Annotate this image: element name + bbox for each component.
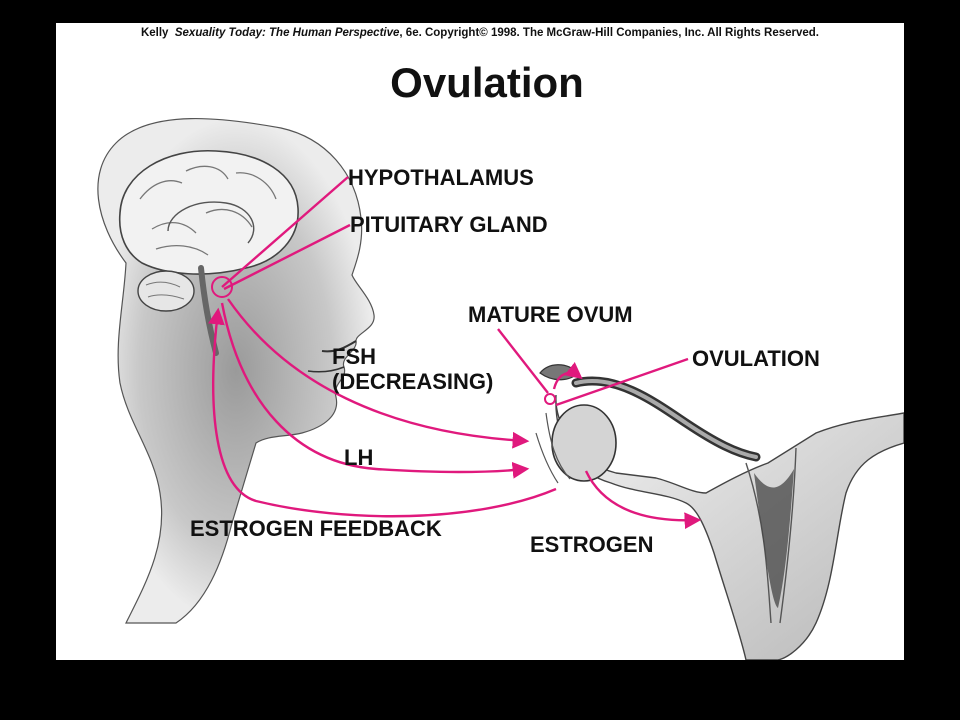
brain-illustration — [118, 150, 299, 356]
slide: Kelly Sexuality Today: The Human Perspec… — [56, 23, 904, 660]
hormone-arrows — [208, 176, 702, 530]
label-lh: LH — [344, 445, 374, 470]
page-title: Ovulation — [390, 59, 584, 106]
ovum-release-arrow — [552, 362, 583, 390]
hypothalamus-leader — [221, 176, 349, 288]
mature-ovum-leader — [497, 328, 549, 394]
estrogen-feedback-arrow — [208, 307, 557, 518]
label-pituitary-gland: PITUITARY GLAND — [350, 212, 548, 237]
label-fsh: FSH — [332, 344, 376, 369]
lh-arrow — [220, 302, 530, 479]
label-ovulation: OVULATION — [692, 346, 820, 371]
label-fsh-decreasing: (DECREASING) — [332, 369, 494, 394]
estrogen-arrow — [584, 470, 702, 530]
copyright-credit: Kelly Sexuality Today: The Human Perspec… — [56, 27, 904, 39]
label-estrogen-feedback: ESTROGEN FEEDBACK — [190, 516, 442, 541]
fsh-arrow — [227, 298, 530, 449]
pituitary-marker — [211, 276, 233, 298]
reproductive-organs-illustration — [535, 364, 904, 660]
pituitary-leader — [223, 223, 351, 291]
label-estrogen: ESTROGEN — [530, 532, 654, 557]
ovulation-leader — [555, 357, 689, 407]
credit-copyright: , 6e. Copyright© 1998. The McGraw-Hill C… — [399, 27, 820, 39]
label-mature-ovum: MATURE OVUM — [468, 302, 633, 327]
credit-author: Kelly — [140, 27, 169, 39]
credit-book-title: Sexuality Today: The Human Perspective — [174, 27, 400, 39]
diagram-artwork — [97, 118, 904, 660]
label-hypothalamus: HYPOTHALAMUS — [348, 165, 534, 190]
